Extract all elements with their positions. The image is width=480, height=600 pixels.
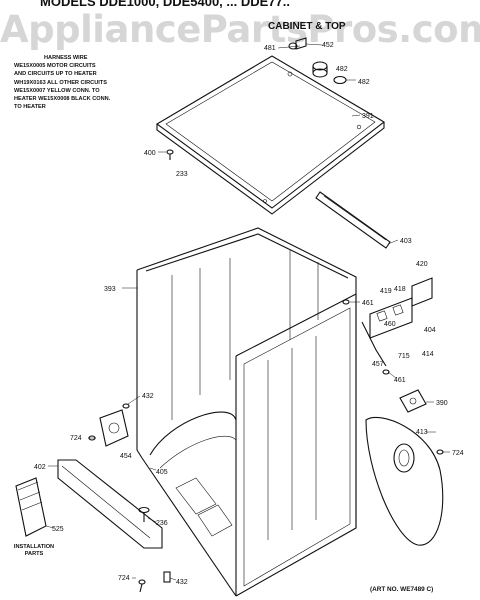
part-label: 413 bbox=[416, 429, 428, 436]
hardware-screw-432a[interactable] bbox=[122, 403, 130, 409]
motor-mount-bracket[interactable] bbox=[99, 409, 129, 447]
harness-note-line: HEATER WE15X0008 BLACK CONN. bbox=[14, 96, 111, 103]
part-label: 481 bbox=[264, 45, 276, 52]
part-label: 414 bbox=[422, 351, 434, 358]
harness-note-title: HARNESS WIRE bbox=[44, 55, 88, 61]
installation-parts-label: INSTALLATION PARTS bbox=[6, 544, 62, 559]
part-label: 482 bbox=[336, 66, 348, 73]
terminal-block-bracket[interactable] bbox=[361, 297, 413, 367]
top-pad[interactable] bbox=[333, 75, 347, 85]
models-heading: MODELS DDE1000, DDE5400, ... DDE77.. bbox=[40, 0, 290, 9]
part-labels: 481 452 482 482 391 400 233 403 393 420 … bbox=[34, 42, 464, 586]
part-label: 432 bbox=[176, 579, 188, 586]
installation-label-line: INSTALLATION bbox=[13, 544, 55, 550]
top-screw[interactable] bbox=[166, 149, 174, 160]
cabinet-top-panel[interactable] bbox=[156, 55, 385, 215]
part-label: 400 bbox=[144, 150, 156, 157]
part-label: 724 bbox=[70, 435, 82, 442]
part-label: 460 bbox=[384, 321, 396, 328]
part-label: 482 bbox=[358, 79, 370, 86]
part-label: 457 bbox=[372, 361, 384, 368]
cabinet-body[interactable] bbox=[136, 227, 357, 597]
top-bumper[interactable] bbox=[312, 61, 328, 78]
leader-lines bbox=[45, 43, 450, 581]
harness-note-line: WE15X0005 MOTOR CIRCUITS bbox=[14, 63, 96, 70]
part-label: 390 bbox=[436, 400, 448, 407]
section-title: CABINET & TOP bbox=[268, 21, 346, 32]
part-label: 420 bbox=[416, 261, 428, 268]
site-watermark: AppliancePartsPros.com bbox=[0, 8, 480, 51]
part-label: 402 bbox=[34, 464, 46, 471]
exhaust-cover[interactable] bbox=[399, 389, 427, 413]
part-label: 715 bbox=[398, 353, 410, 360]
rear-duct-panel[interactable] bbox=[365, 416, 444, 546]
part-label: 391 bbox=[362, 113, 374, 120]
top-hinge-clip[interactable] bbox=[288, 37, 307, 50]
part-label: 418 bbox=[394, 286, 406, 293]
part-label: 393 bbox=[104, 286, 116, 293]
part-label: 419 bbox=[380, 288, 392, 295]
part-label: 525 bbox=[52, 526, 64, 533]
part-label: 405 bbox=[156, 469, 168, 476]
kick-panel[interactable] bbox=[57, 459, 163, 549]
part-label: 461 bbox=[394, 377, 406, 384]
hardware-screw-461b[interactable] bbox=[382, 369, 390, 375]
part-label: 724 bbox=[118, 575, 130, 582]
bottom-screw[interactable] bbox=[138, 579, 146, 593]
leveling-leg[interactable] bbox=[138, 506, 150, 523]
harness-note-line: TO HEATER bbox=[14, 104, 46, 111]
bottom-clip[interactable] bbox=[163, 571, 171, 583]
hardware-screw-461a[interactable] bbox=[342, 299, 350, 305]
part-label: 432 bbox=[142, 393, 154, 400]
part-label: 454 bbox=[120, 453, 132, 460]
part-label: 236 bbox=[156, 520, 168, 527]
rear-support-strip[interactable] bbox=[315, 191, 391, 249]
part-label: 452 bbox=[322, 42, 334, 49]
harness-note-line: WE15X0007 YELLOW CONN. TO bbox=[14, 87, 100, 94]
part-label: 724 bbox=[452, 450, 464, 457]
part-label: 233 bbox=[176, 171, 188, 178]
harness-note-line: WH19X0163 ALL OTHER CIRCUITS bbox=[14, 79, 107, 86]
part-label: 404 bbox=[424, 327, 436, 334]
harness-wire-note: HARNESS WIRE WE15X0005 MOTOR CIRCUITS AN… bbox=[14, 54, 164, 111]
installation-label-line: PARTS bbox=[24, 551, 44, 558]
part-label: 461 bbox=[362, 300, 374, 307]
part-label: 403 bbox=[400, 238, 412, 245]
harness-note-line: AND CIRCUITS UP TO HEATER bbox=[14, 71, 97, 78]
art-number: (ART NO. WE7489 C) bbox=[370, 586, 434, 593]
installation-parts-bag[interactable] bbox=[15, 477, 47, 537]
terminal-cover-420[interactable] bbox=[411, 277, 433, 307]
